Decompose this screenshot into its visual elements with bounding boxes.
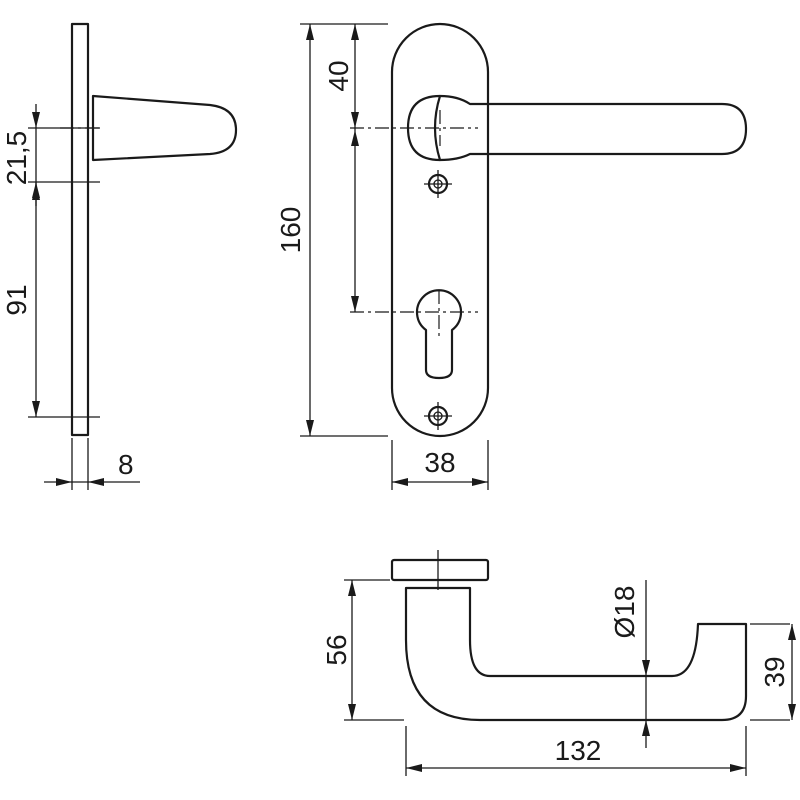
dim-label-91: 91: [1, 284, 32, 315]
dim-label-21-5: 21,5: [1, 131, 32, 186]
dim-label-38: 38: [424, 447, 455, 478]
dim-label-56: 56: [321, 634, 352, 665]
top-view: 56 Ø18 39 132: [321, 550, 796, 776]
dim-label-160: 160: [275, 207, 306, 254]
dim-label-39: 39: [759, 656, 790, 687]
dim-label-diameter: Ø18: [609, 586, 640, 639]
front-view-plate: [390, 22, 490, 438]
side-view-plate: [70, 22, 90, 437]
top-view-rose: [390, 558, 490, 582]
dim-label-132: 132: [555, 735, 602, 766]
front-view: 160 40 38: [275, 22, 748, 490]
dim-label-8: 8: [118, 449, 134, 480]
side-view-lever: [91, 94, 238, 162]
front-view-keyhole: [415, 289, 463, 380]
dim-label-40: 40: [323, 60, 354, 91]
side-view: 21,5 91 8: [1, 22, 238, 490]
top-view-lever: [404, 586, 748, 722]
